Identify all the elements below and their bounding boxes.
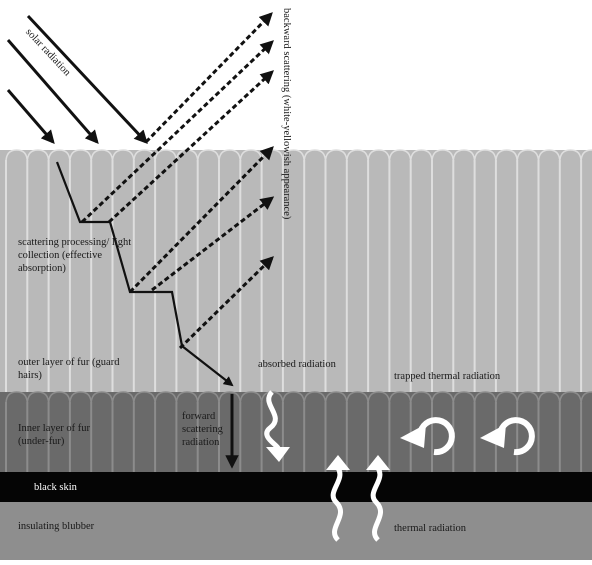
trapped-thermal-label: trapped thermal radiation: [394, 371, 501, 382]
blubber-layer: [0, 502, 592, 560]
under-fur-tip: [69, 391, 92, 405]
inner-layer-label: Inner layer of fur (under-fur): [18, 423, 91, 447]
guard-hair-tip: [196, 149, 220, 163]
solar-ray-arrow: [6, 89, 55, 145]
backscatter-arrow: [151, 196, 275, 292]
guard-hair-tip: [367, 149, 391, 163]
under-fur-tip: [218, 391, 242, 405]
guard-hair-tip: [26, 149, 50, 163]
solar-ray-arrow: [6, 39, 99, 145]
backscatter-arrow: [107, 70, 274, 224]
under-fur-tip: [452, 391, 476, 405]
inner-fur-hair-columns: [5, 391, 592, 472]
outer-fur-layer: [0, 150, 592, 392]
guard-hair-tip: [218, 149, 242, 163]
under-fur-tip: [473, 391, 497, 405]
solar-ray-arrow: [26, 14, 148, 144]
under-fur-tip: [431, 391, 455, 405]
under-fur-tip: [47, 391, 71, 405]
under-fur-tip: [559, 391, 582, 405]
guard-hair-tip: [346, 149, 369, 163]
guard-hair-tip: [303, 149, 327, 163]
guard-hair-tip: [559, 149, 582, 163]
backward-scattering-label: backward scattering (white-yellowish app…: [281, 8, 292, 220]
outer-layer-label: outer layer of fur (guard hairs): [18, 357, 120, 381]
under-fur-tip: [388, 391, 412, 405]
under-fur-tip: [111, 391, 135, 405]
under-fur-tip: [133, 391, 156, 405]
thermal-radiation-label: thermal radiation: [394, 523, 467, 534]
guard-hair-tip: [154, 149, 178, 163]
under-fur-tip: [409, 391, 433, 405]
under-fur-tip: [196, 391, 220, 405]
guard-hair-tip: [47, 149, 71, 163]
scattering-path: [55, 161, 234, 387]
guard-hair-tip: [69, 149, 92, 163]
under-fur-tip: [346, 391, 369, 405]
under-fur-tip: [367, 391, 391, 405]
guard-hair-tip: [409, 149, 433, 163]
black-skin-label: black skin: [34, 482, 77, 493]
under-fur-tip: [495, 391, 518, 405]
thermal-radiation-arrow: [326, 455, 350, 542]
guard-hair-tip: [282, 149, 305, 163]
guard-hair-tip: [431, 149, 455, 163]
absorbed-radiation-label: absorbed radiation: [258, 359, 336, 370]
trapped-radiation-loop-arrow: [480, 417, 535, 456]
thermal-radiation-arrow: [366, 455, 390, 542]
guard-hair-tip: [90, 149, 114, 163]
guard-hair-tip: [516, 149, 540, 163]
guard-hair-tip: [473, 149, 497, 163]
under-fur-tip: [282, 391, 305, 405]
guard-hair-tip: [495, 149, 518, 163]
guard-hair-tip: [388, 149, 412, 163]
backscatter-arrow: [128, 146, 274, 294]
guard-hair-tip: [324, 149, 348, 163]
outer-fur-hair-columns: [5, 149, 592, 392]
under-fur-tip: [537, 391, 561, 405]
under-fur-tip: [303, 391, 327, 405]
guard-hair-tip: [537, 149, 561, 163]
under-fur-tip: [26, 391, 50, 405]
under-fur-tip: [260, 391, 284, 405]
under-fur-tip: [239, 391, 263, 405]
under-fur-tip: [90, 391, 114, 405]
absorbed-radiation-arrow: [264, 390, 290, 462]
backscatter-arrow: [144, 12, 273, 144]
backscatter-arrow: [178, 256, 274, 350]
forward-scattering-label: forward scattering radiation: [182, 411, 223, 448]
guard-hair-tip: [111, 149, 135, 163]
scattering-label: scattering processing/ light collection …: [18, 237, 132, 274]
trapped-radiation-loop-arrow: [400, 417, 455, 456]
guard-hair-tip: [452, 149, 476, 163]
backscatter-arrow: [80, 40, 274, 224]
under-fur-tip: [516, 391, 540, 405]
guard-hair-tip: [133, 149, 156, 163]
under-fur-tip: [5, 391, 29, 405]
insulating-blubber-label: insulating blubber: [18, 521, 95, 532]
under-fur-tip: [175, 391, 199, 405]
black-skin-layer: [0, 472, 592, 502]
under-fur-tip: [154, 391, 178, 405]
guard-hair-tip: [5, 149, 29, 163]
under-fur-tip: [324, 391, 348, 405]
